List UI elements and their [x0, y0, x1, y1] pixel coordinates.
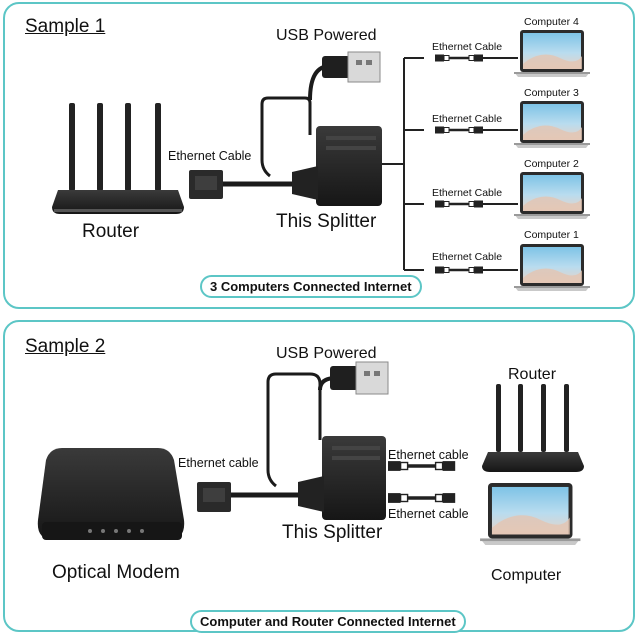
router-label: Router [82, 221, 140, 242]
output-cable-label-1: Ethernet Cable [432, 251, 503, 263]
splitter-device-2 [298, 436, 386, 520]
computer-2-label: Computer 2 [524, 158, 579, 170]
usb-powered-label: USB Powered [276, 27, 377, 44]
router-device [52, 103, 184, 214]
cable-icon-4 [433, 53, 485, 63]
input-cable-label-2: Ethernet cable [178, 456, 259, 470]
output-cable-label-computer: Ethernet cable [388, 507, 469, 521]
optical-modem-device [37, 448, 185, 540]
sample-2-caption: Computer and Router Connected Internet [190, 610, 466, 633]
splitter-label: This Splitter [276, 211, 377, 232]
computer-1-label: Computer 1 [524, 229, 579, 241]
laptop-computer-4 [514, 30, 590, 77]
output-cable-label-3: Ethernet Cable [432, 113, 503, 125]
usb-powered-label-2: USB Powered [276, 345, 377, 362]
computer-3-label: Computer 3 [524, 87, 579, 99]
splitter-label-2: This Splitter [282, 522, 383, 543]
output-cable-label-2: Ethernet Cable [432, 187, 503, 199]
laptop-computer-1 [514, 244, 590, 291]
usb-cable [260, 51, 381, 178]
laptop-computer-2 [514, 172, 590, 219]
computer-4-label: Computer 4 [524, 16, 579, 28]
router-device-2 [482, 384, 584, 472]
laptop-computer-3 [514, 101, 590, 148]
splitter-device [292, 126, 382, 206]
target-computer-label: Computer [491, 567, 562, 584]
usb-cable-2 [266, 361, 389, 488]
output-cable-label-4: Ethernet Cable [432, 41, 503, 53]
cable-icon-1 [433, 265, 485, 275]
target-router-label: Router [508, 366, 557, 383]
output-cable-label-router: Ethernet cable [388, 448, 469, 462]
sample-1-caption: 3 Computers Connected Internet [200, 275, 422, 298]
distribution-lines [382, 57, 424, 271]
sample-2-title: Sample 2 [25, 336, 106, 357]
sample-1-title: Sample 1 [25, 16, 106, 37]
input-cable-label: Ethernet Cable [168, 149, 252, 163]
output-cable-icons [386, 459, 457, 505]
cable-icon-2 [433, 199, 485, 209]
laptop-computer-sample2 [480, 483, 581, 546]
cable-icon-3 [433, 125, 485, 135]
optical-modem-label: Optical Modem [52, 562, 180, 583]
